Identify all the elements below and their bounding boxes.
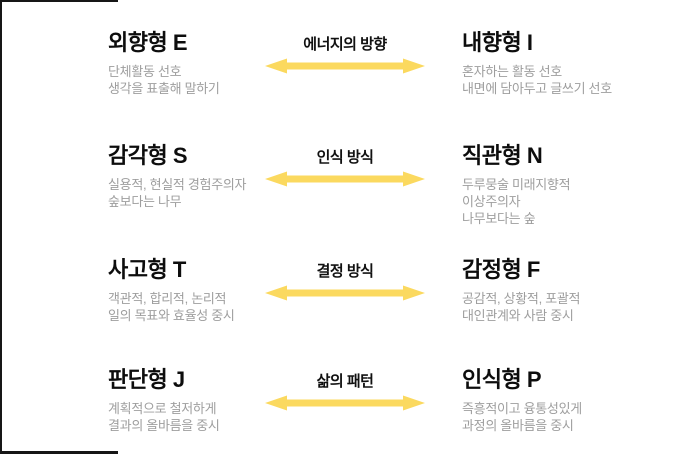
axis-label: 결정 방식 [316, 263, 374, 280]
type-desc-line: 즉흥적이고 융통성있게 [462, 401, 582, 416]
dichotomy-row-energy: 외향형 E 단체활동 선호 생각을 표출해 말하기 에너지의 방향 내향형 I … [0, 25, 700, 130]
type-description: 실용적, 현실적 경험주의자 숲보다는 나무 [108, 176, 328, 210]
type-description: 두루뭉술 미래지향적 이상주의자 나무보다는 숲 [462, 176, 682, 227]
type-title: 감각형 S [108, 143, 188, 168]
type-desc-line: 과정의 올바름을 중시 [462, 418, 574, 433]
type-desc-line: 일의 목표와 효율성 중시 [108, 308, 235, 323]
type-description: 계획적으로 철저하게 결과의 올바름을 중시 [108, 400, 328, 434]
type-desc-line: 생각을 표출해 말하기 [108, 81, 220, 96]
type-desc-line: 실용적, 현실적 경험주의자 [108, 177, 247, 192]
type-cell-perceiving: 인식형 P 즉흥적이고 융통성있게 과정의 올바름을 중시 [462, 362, 672, 433]
bottom-edge-line [0, 451, 118, 454]
type-cell-extrovert: 외향형 E 단체활동 선호 생각을 표출해 말하기 [108, 25, 278, 96]
type-desc-line: 단체활동 선호 [108, 64, 182, 79]
type-desc-line: 대인관계와 사람 중시 [462, 308, 574, 323]
type-cell-intuition: 직관형 N 두루뭉술 미래지향적 이상주의자 나무보다는 숲 [462, 138, 672, 226]
left-edge-line [0, 0, 2, 454]
axis-label: 삶의 패턴 [316, 373, 374, 390]
type-desc-line: 공감적, 상황적, 포괄적 [462, 291, 581, 306]
type-title: 외향형 E [108, 30, 188, 55]
type-title: 감정형 F [462, 257, 540, 282]
type-desc-line: 숲보다는 나무 [108, 194, 182, 209]
type-desc-line: 두루뭉술 미래지향적 [462, 177, 571, 192]
double-arrow-icon [265, 58, 425, 74]
dichotomy-row-decision: 사고형 T 객관적, 합리적, 논리적 일의 목표와 효율성 중시 결정 방식 … [0, 252, 700, 357]
type-description: 공감적, 상황적, 포괄적 대인관계와 사람 중시 [462, 290, 682, 324]
type-cell-judging: 판단형 J 계획적으로 철저하게 결과의 올바름을 중시 [108, 362, 278, 433]
type-desc-line: 내면에 담아두고 글쓰기 선호 [462, 81, 612, 96]
axis-label: 인식 방식 [316, 149, 374, 166]
type-cell-introvert: 내향형 I 혼자하는 활동 선호 내면에 담아두고 글쓰기 선호 [462, 25, 672, 96]
type-cell-sensing: 감각형 S 실용적, 현실적 경험주의자 숲보다는 나무 [108, 138, 278, 209]
type-title: 판단형 J [108, 367, 185, 392]
type-description: 혼자하는 활동 선호 내면에 담아두고 글쓰기 선호 [462, 63, 682, 97]
double-arrow-icon [265, 285, 425, 301]
type-description: 즉흥적이고 융통성있게 과정의 올바름을 중시 [462, 400, 682, 434]
type-cell-feeling: 감정형 F 공감적, 상황적, 포괄적 대인관계와 사람 중시 [462, 252, 672, 323]
type-title: 내향형 I [462, 30, 533, 55]
top-edge-line [0, 0, 118, 2]
type-title: 직관형 N [462, 143, 543, 168]
type-description: 객관적, 합리적, 논리적 일의 목표와 효율성 중시 [108, 290, 328, 324]
type-desc-line: 객관적, 합리적, 논리적 [108, 291, 227, 306]
dichotomy-row-perception: 감각형 S 실용적, 현실적 경험주의자 숲보다는 나무 인식 방식 직관형 N… [0, 138, 700, 243]
type-desc-line: 결과의 올바름을 중시 [108, 418, 220, 433]
type-desc-line: 혼자하는 활동 선호 [462, 64, 562, 79]
type-description: 단체활동 선호 생각을 표출해 말하기 [108, 63, 328, 97]
axis-label: 에너지의 방향 [303, 36, 387, 53]
type-cell-thinking: 사고형 T 객관적, 합리적, 논리적 일의 목표와 효율성 중시 [108, 252, 278, 323]
dichotomy-row-lifestyle: 판단형 J 계획적으로 철저하게 결과의 올바름을 중시 삶의 패턴 인식형 P… [0, 362, 700, 467]
double-arrow-icon [265, 171, 425, 187]
type-desc-line: 이상주의자 [462, 194, 521, 209]
type-title: 인식형 P [462, 367, 542, 392]
type-title: 사고형 T [108, 257, 186, 282]
type-desc-line: 계획적으로 철저하게 [108, 401, 217, 416]
type-desc-line: 나무보다는 숲 [462, 211, 536, 226]
double-arrow-icon [265, 395, 425, 411]
